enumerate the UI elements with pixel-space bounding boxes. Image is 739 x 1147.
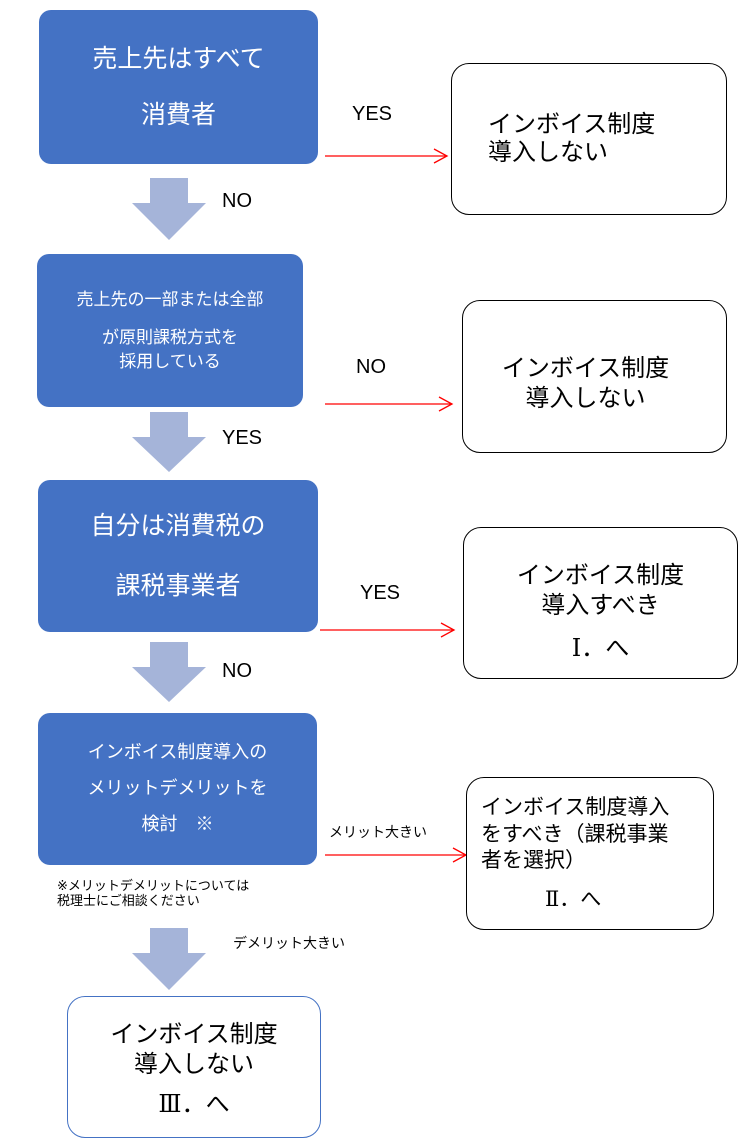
r5-line2: 導入しない (134, 1050, 254, 1078)
r1-line1: インボイス制度 (488, 110, 656, 138)
note-line1: ※メリットデメリットについては (57, 878, 250, 893)
result-box-5: インボイス制度 導入しない Ⅲ．へ (67, 996, 321, 1138)
r5-line1: インボイス制度 (110, 1020, 278, 1048)
q2-line1: 売上先の一部または全部 (76, 289, 264, 310)
q4-line3: 検討 ※ (141, 814, 214, 835)
r5-line3: Ⅲ．へ (158, 1090, 230, 1118)
note-text: ※メリットデメリットについては 税理士にご相談ください (57, 878, 249, 908)
question-box-3: 自分は消費税の 課税事業者 (38, 480, 318, 632)
q4-demerit-label: デメリット大きい (233, 935, 345, 951)
q3-line1: 自分は消費税の (90, 511, 266, 540)
r4-line2: をすべき（課税事業 (481, 822, 669, 846)
r3-line2: 導入すべき (541, 591, 660, 619)
r4-line4: Ⅱ．へ (545, 887, 602, 911)
q2-yes-label: YES (222, 427, 263, 449)
down-arrow-3 (132, 642, 206, 702)
question-box-2: 売上先の一部または全部 が原則課税方式を 採用している (37, 254, 303, 407)
red-arrow-1 (325, 148, 449, 164)
q1-no-label: NO (222, 190, 252, 212)
q1-line1: 売上先はすべて (92, 44, 265, 73)
r4-line1: インボイス制度導入 (481, 795, 670, 819)
down-arrow-1 (132, 178, 206, 240)
q3-line2: 課税事業者 (115, 571, 241, 600)
q1-line2: 消費者 (140, 100, 216, 129)
note-line2: 税理士にご相談ください (57, 893, 200, 908)
question-box-4: インボイス制度導入の メリットデメリットを 検討 ※ (38, 713, 317, 865)
down-arrow-4 (132, 928, 206, 990)
result-box-3: インボイス制度 導入すべき Ⅰ．へ (463, 527, 738, 679)
q2-no-label: NO (356, 356, 386, 378)
q4-merit-label: メリット大きい (329, 824, 427, 840)
question-box-1: 売上先はすべて 消費者 (39, 10, 318, 164)
q4-line1: インボイス制度導入の (87, 742, 268, 763)
q2-line2: が原則課税方式を (102, 327, 238, 348)
q1-yes-label: YES (352, 103, 393, 125)
down-arrow-2 (132, 412, 206, 472)
r2-line1: インボイス制度 (501, 354, 670, 382)
q3-yes-label: YES (360, 582, 401, 604)
red-arrow-3 (320, 622, 456, 638)
r4-line3: 者を選択） (481, 848, 586, 872)
result-box-2: インボイス制度 導入しない (462, 300, 727, 453)
result-box-1: インボイス制度 導入しない (451, 63, 727, 215)
red-arrow-2 (325, 396, 454, 412)
r2-line2: 導入しない (525, 384, 646, 412)
result-box-4: インボイス制度導入 をすべき（課税事業 者を選択） Ⅱ．へ (466, 777, 714, 930)
q2-line3: 採用している (119, 351, 221, 372)
r1-line2: 導入しない (488, 138, 608, 166)
q4-line2: メリットデメリットを (87, 778, 268, 799)
r3-line3: Ⅰ．へ (571, 634, 630, 662)
q3-no-label: NO (222, 660, 252, 682)
red-arrow-4 (325, 847, 468, 863)
r3-line1: インボイス制度 (516, 561, 685, 589)
